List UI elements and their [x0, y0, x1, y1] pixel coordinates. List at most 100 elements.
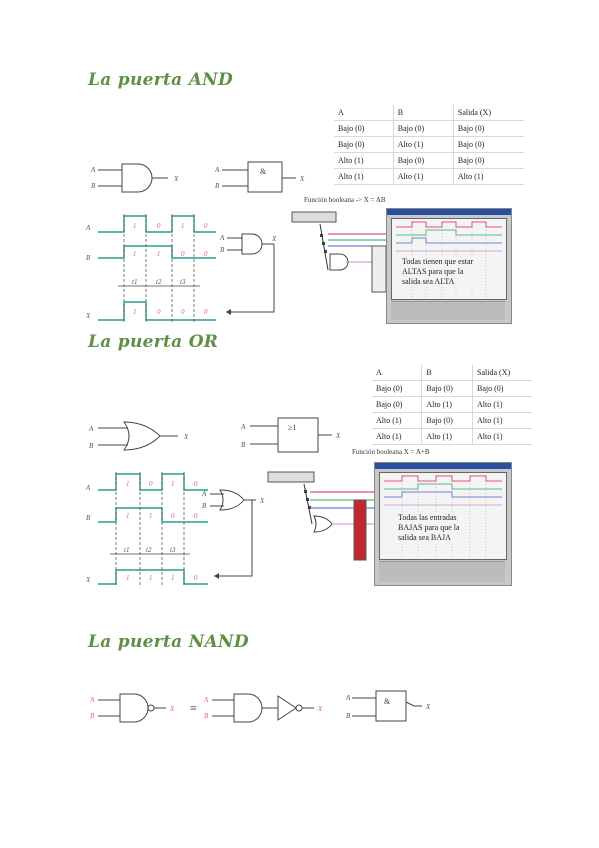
section-title-and: La puerta AND	[88, 70, 234, 90]
nand-gate-diagram: A B X ≡ A B X A B & X	[89, 690, 431, 723]
note-line: BAJAS para que la	[398, 523, 460, 532]
interval-label: t3	[170, 546, 176, 554]
analyzer-control-panel	[379, 561, 505, 582]
wave-label-b: B	[86, 514, 91, 522]
gate-and-symbol-text: &	[260, 167, 267, 176]
table-cell: Bajo (0)	[372, 396, 422, 413]
interval-label: t3	[180, 278, 186, 286]
bit-label: 0	[157, 308, 161, 316]
boolean-function-and: Función booleana -> X = AB	[304, 196, 386, 204]
wave-label-a: A	[85, 484, 91, 492]
and-simulator-screenshot: Todas tienen que estar ALTAS para que la…	[290, 206, 512, 324]
table-cell: Alto (1)	[334, 168, 394, 185]
table-cell: Bajo (0)	[392, 120, 454, 137]
or-circuit-schematic	[267, 471, 374, 561]
output-label-x: X	[425, 703, 431, 711]
and-gate-iec-symbol: A B & X	[214, 161, 305, 193]
bit-label: 0	[181, 250, 185, 258]
table-cell: Alto (1)	[421, 396, 473, 413]
input-label-a: A	[203, 696, 209, 704]
interval-label: t1	[124, 546, 129, 554]
output-label-x: X	[169, 705, 175, 713]
input-label-a: A	[240, 423, 246, 431]
output-label-x: X	[299, 175, 305, 183]
and-gate-symbol: A B X	[90, 163, 179, 193]
simulator-note: Todas tienen que estar ALTAS para que la…	[402, 257, 474, 287]
table-row: Bajo (0) Bajo (0) Bajo (0)	[334, 120, 524, 137]
window-titlebar	[387, 209, 511, 215]
bit-label: 0	[204, 308, 208, 316]
input-label-a: A	[88, 425, 94, 433]
table-cell: Bajo (0)	[372, 380, 422, 397]
bit-label: 1	[181, 222, 185, 230]
table-cell: Alto (1)	[421, 428, 473, 445]
input-label-b: B	[204, 712, 209, 720]
table-cell: Alto (1)	[334, 152, 394, 169]
table-row: A B Salida (X)	[334, 105, 524, 121]
bit-label: 0	[204, 222, 208, 230]
table-cell: Alto (1)	[472, 396, 532, 413]
logic-analyzer-window: Todas las entradas BAJAS para que la sal…	[374, 462, 512, 586]
equivalence-sign: ≡	[190, 701, 197, 715]
input-label-b: B	[202, 502, 207, 510]
input-label-a: A	[89, 696, 95, 704]
bit-label: 0	[194, 512, 198, 520]
bit-label: 1	[126, 574, 130, 582]
bit-label: 1	[126, 480, 130, 488]
table-cell: Alto (1)	[472, 412, 532, 429]
table-cell: Alto (1)	[452, 168, 524, 185]
wave-label-a: A	[85, 224, 91, 232]
output-label-x: X	[173, 175, 179, 183]
interval-label: t1	[132, 278, 137, 286]
table-cell: Salida (X)	[472, 365, 532, 381]
table-row: Bajo (0) Bajo (0) Bajo (0)	[372, 380, 532, 397]
table-cell: A	[372, 365, 422, 381]
or-gate-iec-symbol: A B ≥1 X	[240, 417, 341, 453]
input-label-b: B	[215, 182, 220, 190]
table-cell: Bajo (0)	[392, 152, 454, 169]
wave-label-b: B	[86, 254, 91, 262]
bit-label: 1	[149, 574, 153, 582]
interval-label: t2	[146, 546, 152, 554]
output-label-x: X	[271, 235, 277, 243]
input-label-b: B	[90, 712, 95, 720]
table-row: Alto (1) Bajo (0) Bajo (0)	[334, 152, 524, 169]
bit-label: 1	[157, 250, 161, 258]
input-label-a: A	[90, 166, 96, 174]
bit-label: 0	[171, 512, 175, 520]
bit-label: 1	[133, 250, 137, 258]
bit-label: 0	[194, 574, 198, 582]
table-cell: B	[421, 365, 473, 381]
truth-table-and: A B Salida (X) Bajo (0) Bajo (0) Bajo (0…	[334, 105, 524, 185]
table-cell: Bajo (0)	[334, 136, 394, 153]
output-label-x: X	[259, 497, 265, 505]
output-label-x: X	[335, 432, 341, 440]
bit-label: 1	[133, 308, 137, 316]
table-cell: Bajo (0)	[421, 412, 473, 429]
interval-label: t2	[156, 278, 162, 286]
bit-label: 0	[181, 308, 185, 316]
analyzer-screen: Todas tienen que estar ALTAS para que la…	[391, 218, 507, 300]
analyzer-screen: Todas las entradas BAJAS para que la sal…	[379, 472, 507, 560]
input-label-a: A	[201, 490, 207, 498]
bit-label: 1	[133, 222, 137, 230]
gate-or-symbol-text: ≥1	[288, 423, 296, 432]
table-row: Bajo (0) Alto (1) Bajo (0)	[334, 136, 524, 153]
bit-label: 0	[194, 480, 198, 488]
section-title-or: La puerta OR	[88, 332, 219, 352]
bit-label: 1	[171, 480, 175, 488]
truth-table-or: A B Salida (X) Bajo (0) Bajo (0) Bajo (0…	[372, 365, 532, 445]
bit-label: 0	[149, 480, 153, 488]
table-cell: Alto (1)	[372, 428, 422, 445]
table-row: Alto (1) Bajo (0) Alto (1)	[372, 412, 532, 429]
note-line: Todas tienen que estar	[402, 257, 474, 266]
input-label-b: B	[220, 246, 225, 254]
or-timing-diagram: A B X 1 0 1 0 1 1 0 0 1 1 1 0 t1 t2 t3 A…	[85, 472, 265, 586]
or-simulator-screenshot: Todas las entradas BAJAS para que la sal…	[266, 460, 512, 586]
gate-nand-symbol-text: &	[384, 697, 391, 706]
note-line: Todas las entradas	[398, 513, 457, 522]
input-label-a: A	[219, 234, 225, 242]
and-circuit-schematic	[291, 211, 388, 293]
table-cell: Bajo (0)	[452, 136, 524, 153]
table-cell: Alto (1)	[372, 412, 422, 429]
